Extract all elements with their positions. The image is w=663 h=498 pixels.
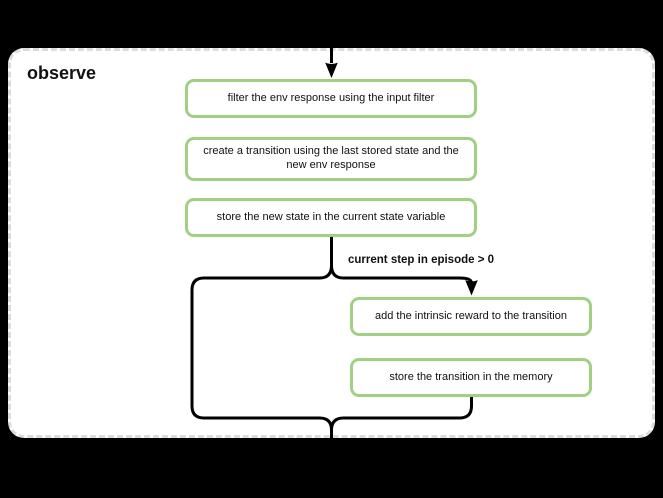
node-store-new-state: store the new state in the current state… (185, 198, 477, 237)
node-filter-env-response: filter the env response using the input … (185, 79, 477, 118)
node-store-transition: store the transition in the memory (350, 358, 592, 397)
cluster-label: observe (27, 63, 97, 83)
node-create-transition: create a transition using the last store… (185, 137, 477, 181)
condition-edge-label: current step in episode > 0 (348, 254, 495, 266)
node-add-intrinsic-reward: add the intrinsic reward to the transiti… (350, 297, 592, 336)
